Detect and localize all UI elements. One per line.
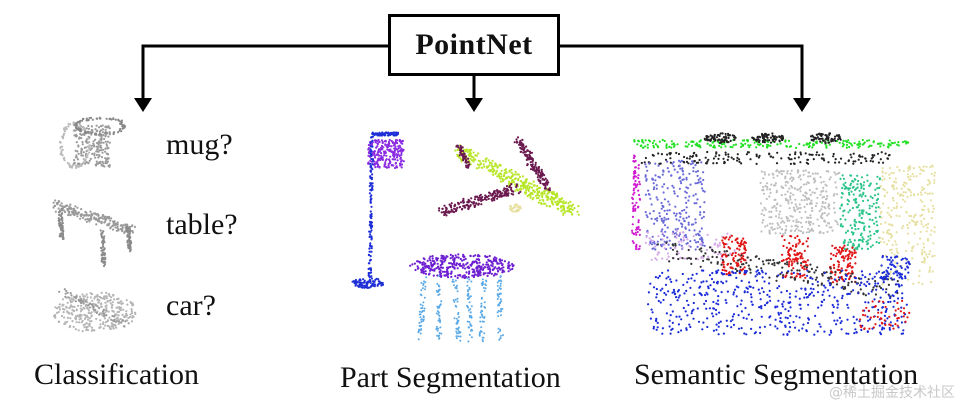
classification-item-table: table? — [166, 208, 238, 241]
arrowhead-semantic — [793, 98, 811, 112]
car-point-cloud — [52, 288, 137, 333]
classification-item-car: car? — [166, 289, 216, 322]
pointnet-label: PointNet — [415, 28, 533, 61]
watermark: @稀土掘金技术社区 — [829, 385, 955, 401]
semantic-segmentation-label: Semantic Segmentation — [634, 358, 919, 391]
arrowhead-classification — [134, 98, 152, 112]
classification-item-mug: mug? — [166, 128, 233, 161]
segmented-table-point-cloud — [409, 253, 515, 343]
part-segmentation-label: Part Segmentation — [340, 361, 561, 394]
pointnet-box: PointNet — [388, 14, 560, 76]
connector-semantic — [560, 44, 804, 100]
connector-classification — [141, 44, 388, 100]
table-point-cloud — [52, 199, 136, 268]
classification-label: Classification — [34, 358, 199, 391]
arrowheads — [134, 98, 811, 112]
lamp-point-cloud — [351, 131, 405, 289]
room-scene-point-cloud — [631, 132, 937, 336]
connector-lines — [141, 44, 804, 100]
airplane-point-cloud — [438, 136, 580, 217]
arrowhead-part — [465, 98, 483, 112]
mug-point-cloud — [58, 116, 127, 169]
